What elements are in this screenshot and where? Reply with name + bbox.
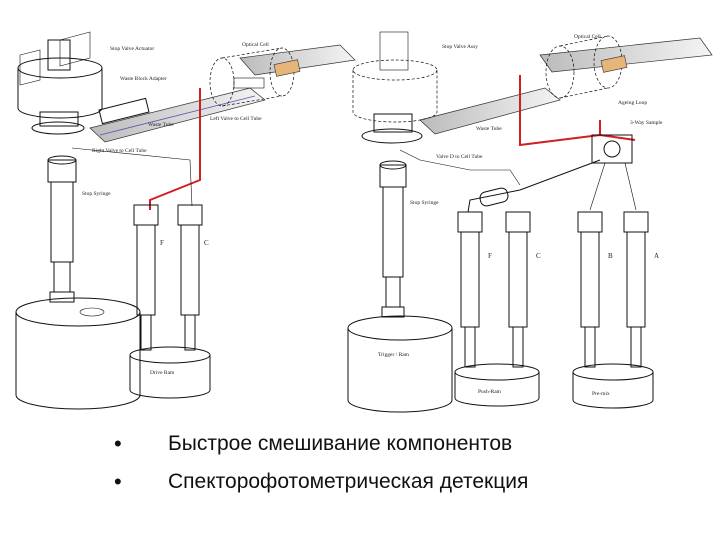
right-black-tube-4: [624, 162, 637, 211]
right-stop-base: [347, 315, 453, 413]
right-syringe-c: [505, 211, 531, 368]
label-waste-tube-left: Waste Tube: [148, 122, 174, 128]
bullet-dot: •: [114, 431, 122, 456]
label-valve-d-to-cell: Valve D to Cell Tube: [436, 154, 483, 160]
right-syringe-a: [623, 211, 649, 368]
bullet-item: • Быстрое смешивание компонентов: [100, 426, 700, 464]
bullet-dot: •: [114, 469, 122, 494]
right-black-tube-3: [589, 162, 606, 211]
bullet-text-fast-mixing: Быстрое смешивание компонентов: [168, 432, 513, 455]
right-three-way-valve: [591, 134, 633, 164]
label-syringe-a-right: A: [654, 252, 659, 260]
label-three-way-sample: 3-Way Sample: [630, 120, 663, 126]
label-stop-syringe-right: Stop Syringe: [410, 200, 439, 206]
label-pre-mix: Pre-mix: [592, 391, 610, 397]
label-syringe-c-left: C: [204, 239, 209, 247]
left-stop-syringe: [47, 155, 77, 303]
label-right-valve-to-cell: Right Valve to Cell Tube: [92, 148, 147, 154]
left-black-tube: [71, 147, 193, 207]
right-push-ram: [454, 363, 540, 407]
left-drive-ram: [129, 346, 211, 399]
bullet-list: • Быстрое смешивание компонентов • Спект…: [100, 426, 700, 502]
right-beam-tube: [419, 37, 713, 135]
label-syringe-f-left: F: [160, 239, 164, 247]
right-syringe-b: [577, 211, 603, 368]
label-stop-syringe-left: Stop Syringe: [82, 191, 111, 197]
right-red-ageing-loop: [519, 75, 636, 147]
left-syringe-f: [133, 204, 159, 351]
right-stop-valve-assy: [352, 31, 438, 144]
stopped-flow-diagram: Stop Valve Actuator Optical Cell Waste B…: [15, 31, 713, 413]
label-waste-block-adapter: Waste Block Adapter: [120, 76, 167, 82]
label-left-valve-to-cell: Left Valve to Cell Tube: [210, 115, 262, 122]
label-optical-cell-left: Optical Cell: [242, 42, 269, 48]
label-ageing-loop: Ageing Loop: [618, 100, 647, 106]
right-optical-cell: [545, 35, 628, 99]
left-beam-tube: [89, 44, 356, 143]
bullet-item: • Спекторофотометрическая детекция: [100, 464, 700, 502]
bullet-text-detection: Спекторофотометрическая детекция: [168, 470, 529, 493]
left-waste-block-adapter: [98, 97, 150, 125]
right-black-tube-1: [399, 149, 521, 186]
right-apparatus: Stop Valve Assy Optical Cell Ageing Loop…: [347, 31, 713, 413]
label-drive-ram-left: Drive Ram: [150, 370, 175, 376]
right-pre-mix-ram: [572, 363, 654, 409]
right-black-tube-2: [467, 159, 601, 213]
label-syringe-f-right: F: [488, 252, 492, 260]
label-stop-valve-assy: Stop Valve Assy: [442, 44, 478, 50]
left-apparatus: Stop Valve Actuator Optical Cell Waste B…: [15, 31, 356, 410]
label-waste-tube-right: Waste Tube: [476, 126, 502, 132]
label-trigger-ram: Trigger / Ram: [378, 352, 410, 358]
label-syringe-b-right: B: [608, 252, 613, 260]
label-push-ram: Push-Ram: [478, 389, 502, 395]
right-inline-filter: [479, 187, 509, 207]
left-stop-base: [15, 297, 141, 410]
label-optical-cell-right: Optical Cell: [574, 34, 601, 40]
label-stop-valve-actuator: Stop Valve Actuator: [110, 46, 154, 52]
right-stop-syringe: [379, 160, 407, 318]
right-syringe-f: [457, 211, 483, 368]
left-stop-valve-actuator: [17, 31, 103, 135]
left-optical-cell: [209, 47, 301, 107]
left-syringe-c: [177, 204, 203, 351]
label-syringe-c-right: C: [536, 252, 541, 260]
